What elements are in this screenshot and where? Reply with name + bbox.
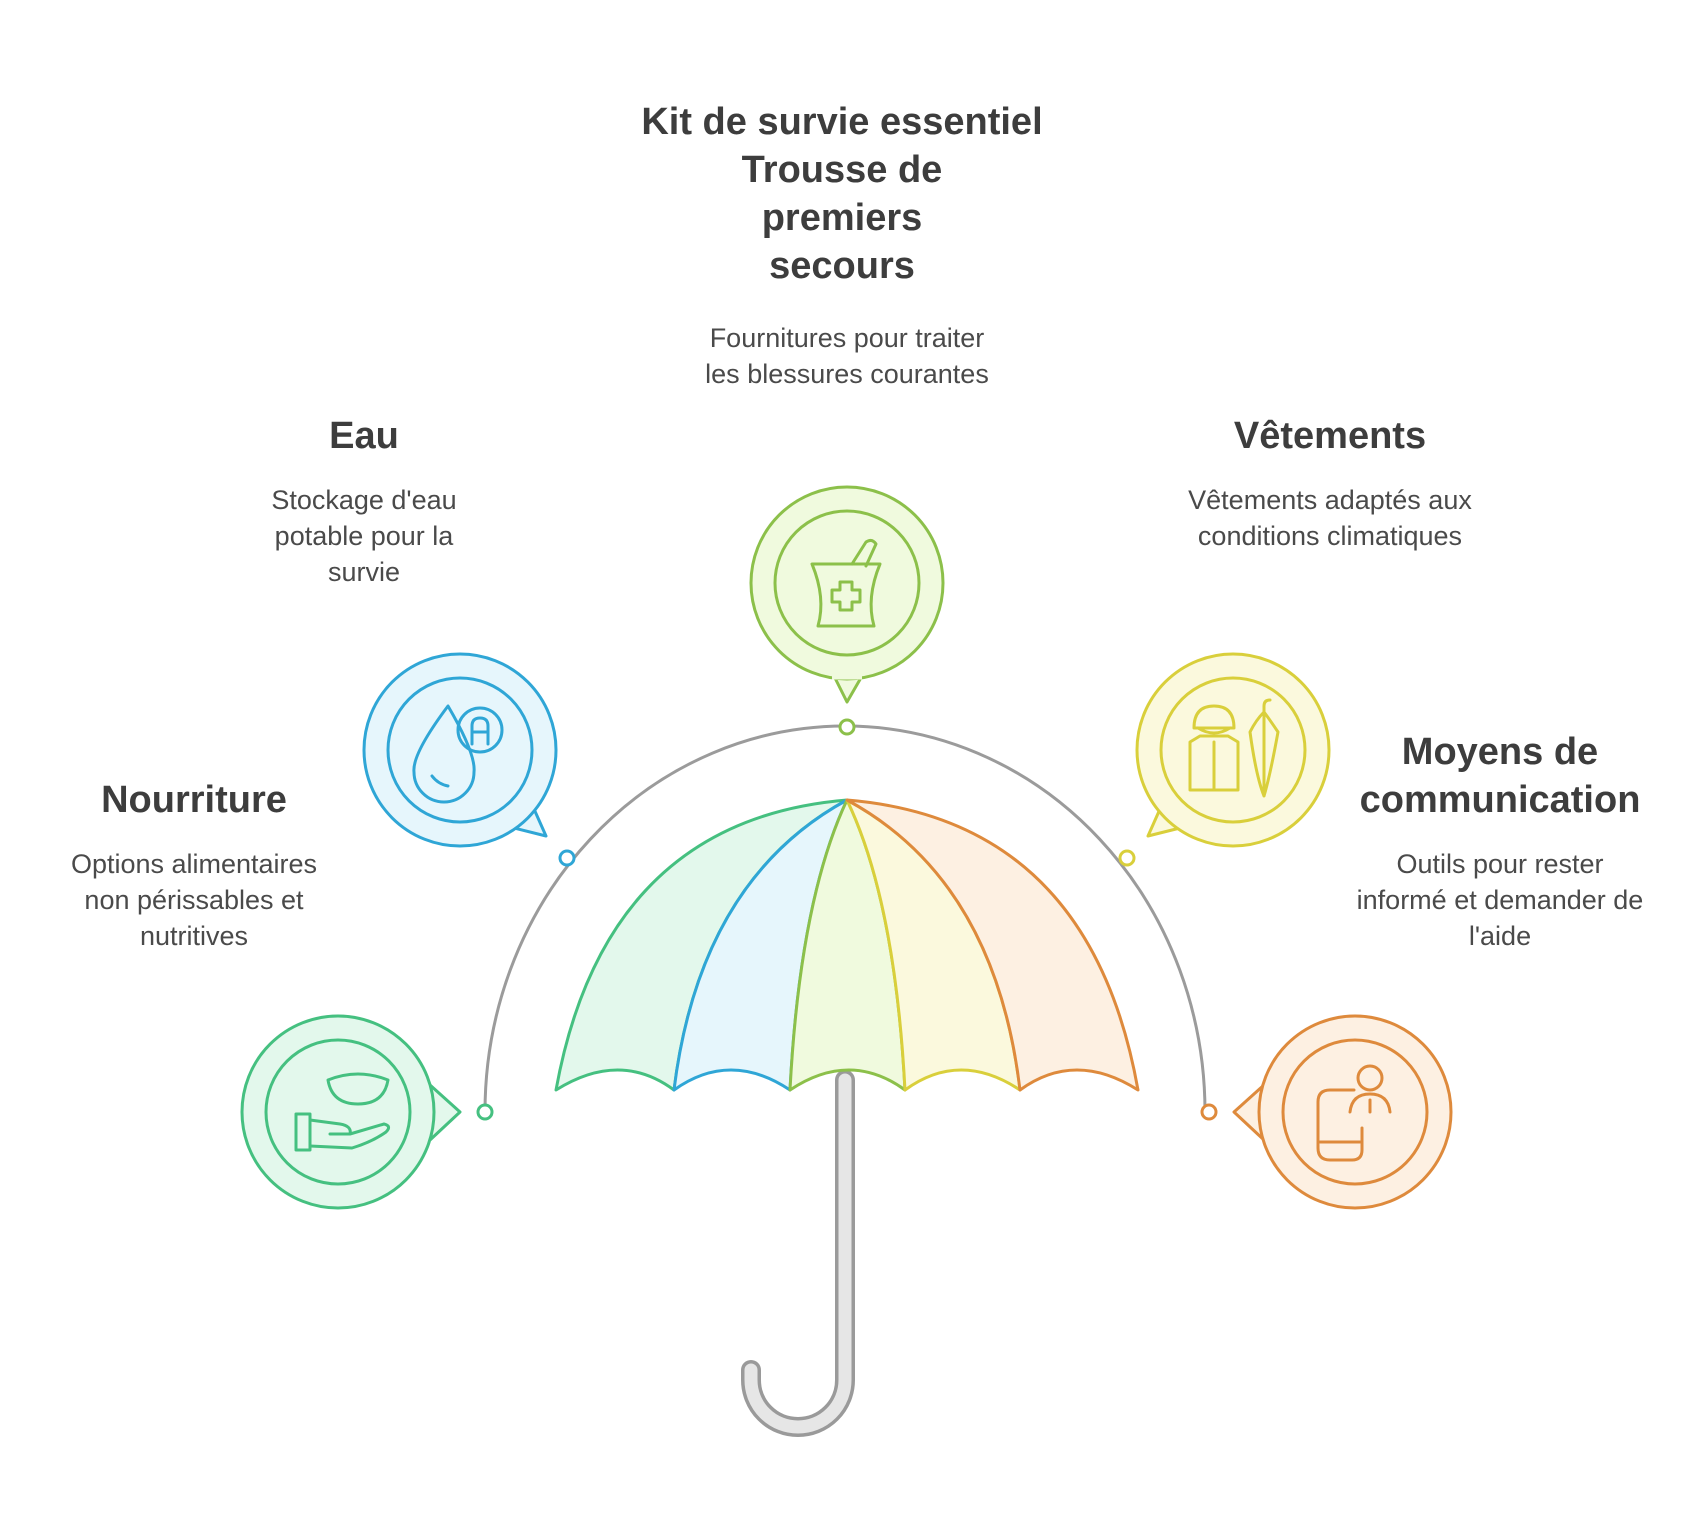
label-water: Eau Stockage d'eau potable pour la survi… xyxy=(236,412,492,590)
water-heading: Eau xyxy=(329,415,399,457)
bubble-food xyxy=(240,1014,462,1210)
title-line-1: Kit de survie essentiel xyxy=(641,101,1043,143)
dot-communication xyxy=(1200,1103,1218,1121)
dot-food xyxy=(476,1103,494,1121)
clothing-description: Vêtements adaptés aux conditions climati… xyxy=(1188,485,1472,551)
bubble-first-aid xyxy=(749,485,945,704)
communication-heading: Moyens de communication xyxy=(1359,731,1641,821)
communication-description: Outils pour rester informé et demander d… xyxy=(1356,849,1644,951)
water-description: Stockage d'eau potable pour la survie xyxy=(271,485,457,587)
phone-person-icon xyxy=(1316,1064,1392,1162)
bubble-communication xyxy=(1232,1014,1453,1210)
clothing-heading: Vêtements xyxy=(1233,415,1427,457)
umbrella-handle xyxy=(741,1070,855,1437)
label-food: Nourriture Options alimentaires non péri… xyxy=(46,776,342,954)
dot-clothing xyxy=(1118,849,1136,867)
bubble-clothing xyxy=(1135,652,1331,848)
title-line-3: premiers xyxy=(761,197,923,239)
label-first-aid: Fournitures pour traiter les blessures c… xyxy=(702,320,992,392)
food-heading: Nourriture xyxy=(101,779,287,821)
title-line-2: Trousse de xyxy=(741,149,943,191)
raincoat-umbrella-icon xyxy=(1188,698,1280,798)
mortar-pestle-cross-icon xyxy=(810,538,882,628)
water-drop-icon xyxy=(412,704,504,804)
bubble-water xyxy=(362,652,558,848)
dot-water xyxy=(558,849,576,867)
label-communication: Moyens de communication Outils pour rest… xyxy=(1350,728,1650,954)
canopy-panel-orange xyxy=(845,798,1140,1092)
hand-bowl-icon xyxy=(294,1072,391,1152)
diagram-title: Kit de survie essentiel Trousse de premi… xyxy=(620,98,1064,290)
label-clothing: Vêtements Vêtements adaptés aux conditio… xyxy=(1180,412,1480,554)
food-description: Options alimentaires non périssables et … xyxy=(70,849,318,951)
first-aid-description: Fournitures pour traiter les blessures c… xyxy=(705,323,989,389)
umbrella-canopy xyxy=(554,798,1140,1092)
dot-first-aid xyxy=(838,718,856,736)
title-line-4: secours xyxy=(769,245,915,287)
